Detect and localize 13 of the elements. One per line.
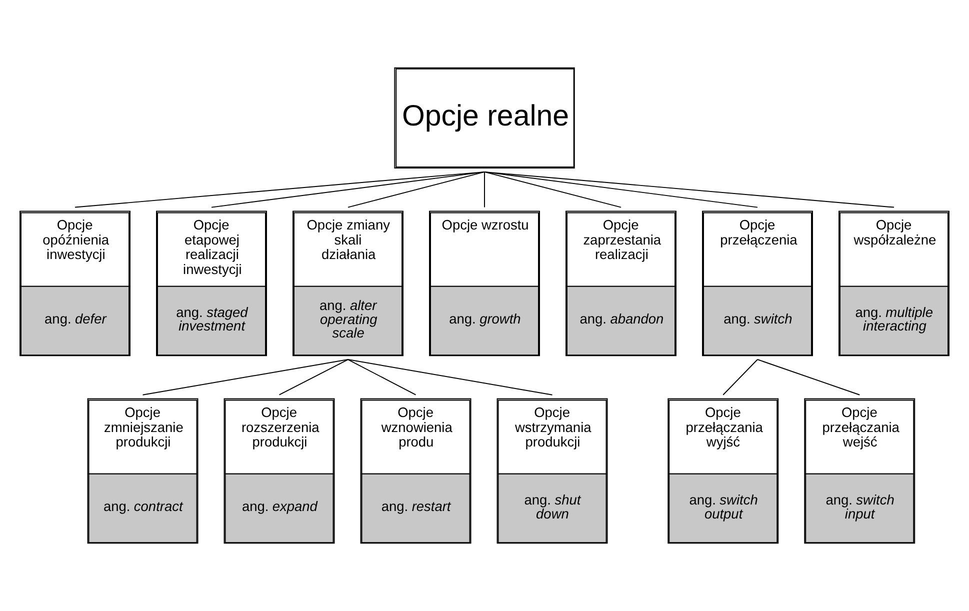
connector xyxy=(348,171,485,208)
connector xyxy=(722,359,758,396)
connector xyxy=(484,171,485,208)
connector xyxy=(484,171,622,208)
connector xyxy=(211,171,485,208)
connector xyxy=(74,171,485,208)
connector xyxy=(484,171,894,208)
connector xyxy=(348,359,553,396)
connector xyxy=(484,171,758,208)
connector xyxy=(142,359,348,396)
connector xyxy=(348,359,416,396)
connector xyxy=(757,359,860,396)
connector xyxy=(278,359,348,396)
